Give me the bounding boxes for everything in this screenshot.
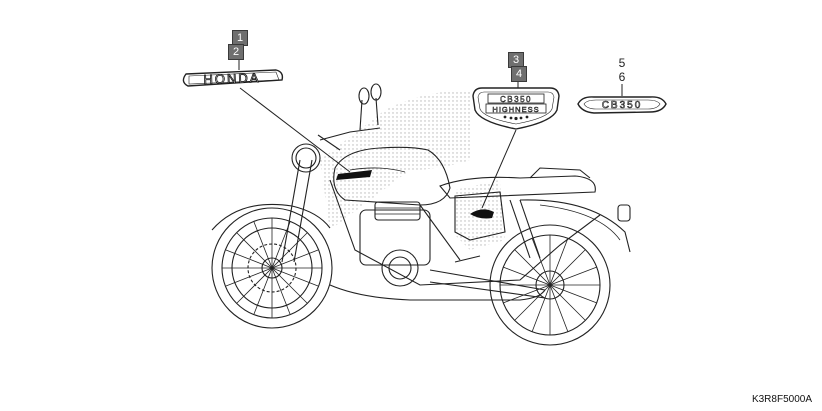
- tank-highlight-area: [320, 91, 470, 230]
- honda-emblem-text: HONDA: [203, 70, 260, 87]
- tank-emblem-part: [472, 87, 560, 130]
- figure-code: K3R8F5000A: [751, 394, 812, 405]
- side-emblem-part: [577, 96, 667, 114]
- leader-lines: [238, 60, 623, 209]
- callout-4: 4: [511, 66, 527, 82]
- callout-5: 5: [618, 56, 626, 70]
- tank-badge-location: [336, 170, 372, 180]
- tank-emblem-line1: CB350: [500, 95, 532, 104]
- callout-2: 2: [228, 44, 244, 60]
- motorcycle-outline: [211, 83, 631, 346]
- callout-6: 6: [618, 70, 626, 84]
- side-badge-location: [470, 209, 494, 219]
- side-emblem-text: CB350: [602, 100, 643, 111]
- honda-emblem-part: [182, 69, 284, 87]
- tank-emblem-line2: HIGHNESS: [492, 105, 539, 114]
